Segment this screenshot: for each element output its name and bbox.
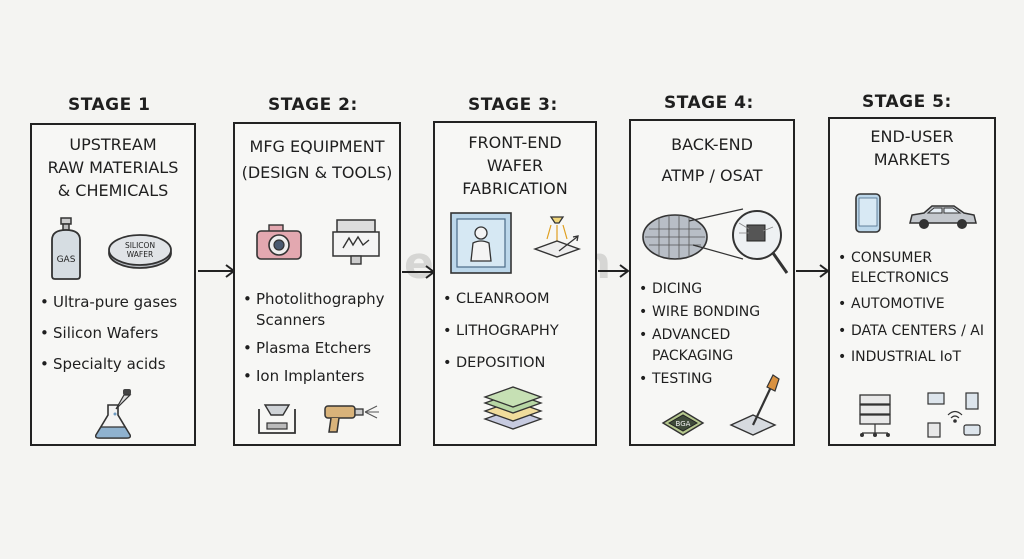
stage-2-box: MFG EQUIPMENT (DESIGN & TOOLS) Photolith… <box>233 122 401 446</box>
list-item: ADVANCED PACKAGING <box>639 325 789 367</box>
gas-cylinder-icon: GAS <box>51 217 81 280</box>
car-icon <box>909 205 977 229</box>
list-item: DATA CENTERS / AI <box>838 322 990 342</box>
stage-5-box: END-USER MARKETS CONSUMER ELECTRONICS AU… <box>828 117 996 446</box>
list-item: CONSUMER ELECTRONICS <box>838 249 990 288</box>
flow-arrow-icon <box>198 264 236 278</box>
stage-3-box: FRONT-END WAFER FABRICATION CLEANROOM LI… <box>433 121 597 446</box>
deposition-layers-icon <box>483 386 543 430</box>
plasma-etcher-icon <box>332 219 380 265</box>
svg-text:WAFER: WAFER <box>127 250 153 259</box>
list-item: LITHOGRAPHY <box>443 321 591 342</box>
stage-3-title: FRONT-END WAFER FABRICATION <box>462 133 568 198</box>
stage-4-bullets: DICING WIRE BONDING ADVANCED PACKAGING T… <box>639 279 789 392</box>
stage-2-title: MFG EQUIPMENT (DESIGN & TOOLS) <box>241 137 393 182</box>
stage-1-label: STAGE 1 <box>68 95 151 115</box>
flow-arrow-icon <box>598 264 630 278</box>
stage-4-label: STAGE 4: <box>664 93 754 113</box>
cleanroom-icon <box>450 212 512 274</box>
bga-chip-icon: BGA <box>661 410 705 436</box>
svg-text:GAS: GAS <box>57 255 76 265</box>
stage-5-label: STAGE 5: <box>862 92 952 112</box>
list-item: AUTOMOTIVE <box>838 295 990 315</box>
server-network-icon <box>859 394 891 437</box>
camera-icon <box>256 224 302 260</box>
list-item: WIRE BONDING <box>639 302 789 323</box>
lithography-light-icon <box>532 216 582 258</box>
list-item: Ultra-pure gases <box>40 294 190 312</box>
stage-4-box: BACK-END ATMP / OSAT DICING WIRE BONDING… <box>629 119 795 446</box>
stage-5-title: END-USER MARKETS <box>870 127 954 169</box>
stage-1-title: UPSTREAM RAW MATERIALS & CHEMICALS <box>47 135 179 200</box>
stage-5-bullets: CONSUMER ELECTRONICS AUTOMOTIVE DATA CEN… <box>838 249 990 375</box>
stage-1-box: UPSTREAM RAW MATERIALS & CHEMICALS GAS S… <box>30 123 196 446</box>
list-item: Specialty acids <box>40 356 190 374</box>
smartphone-icon <box>855 193 881 233</box>
stage-1-bullets: Ultra-pure gases Silicon Wafers Specialt… <box>40 294 190 387</box>
svg-text:SILICON: SILICON <box>125 241 155 250</box>
list-item: TESTING <box>639 369 789 390</box>
test-probe-icon <box>729 374 780 436</box>
stage-2-bullets: Photolithography Scanners Plasma Etchers… <box>243 289 395 394</box>
stage-3-bullets: CLEANROOM LITHOGRAPHY DEPOSITION <box>443 289 591 385</box>
list-item: Silicon Wafers <box>40 325 190 343</box>
list-item: DICING <box>639 279 789 300</box>
silicon-wafer-icon: SILICON WAFER <box>108 234 172 269</box>
list-item: INDUSTRIAL IoT <box>838 348 990 368</box>
wafer-magnifier-icon <box>642 208 789 274</box>
list-item: Ion Implanters <box>243 366 395 387</box>
stage-3-label: STAGE 3: <box>468 95 558 115</box>
list-item: Photolithography Scanners <box>243 289 395 331</box>
svg-text:BGA: BGA <box>676 420 691 428</box>
list-item: DEPOSITION <box>443 353 591 374</box>
iot-devices-icon <box>927 392 981 438</box>
flow-arrow-icon <box>796 264 830 278</box>
ion-gun-icon <box>324 405 379 433</box>
implanter-chamber-icon <box>258 404 296 434</box>
stage-2-label: STAGE 2: <box>268 95 358 115</box>
list-item: Plasma Etchers <box>243 338 395 359</box>
stage-4-title: BACK-END ATMP / OSAT <box>661 135 763 185</box>
list-item: CLEANROOM <box>443 289 591 310</box>
flask-dropper-icon <box>95 389 132 439</box>
